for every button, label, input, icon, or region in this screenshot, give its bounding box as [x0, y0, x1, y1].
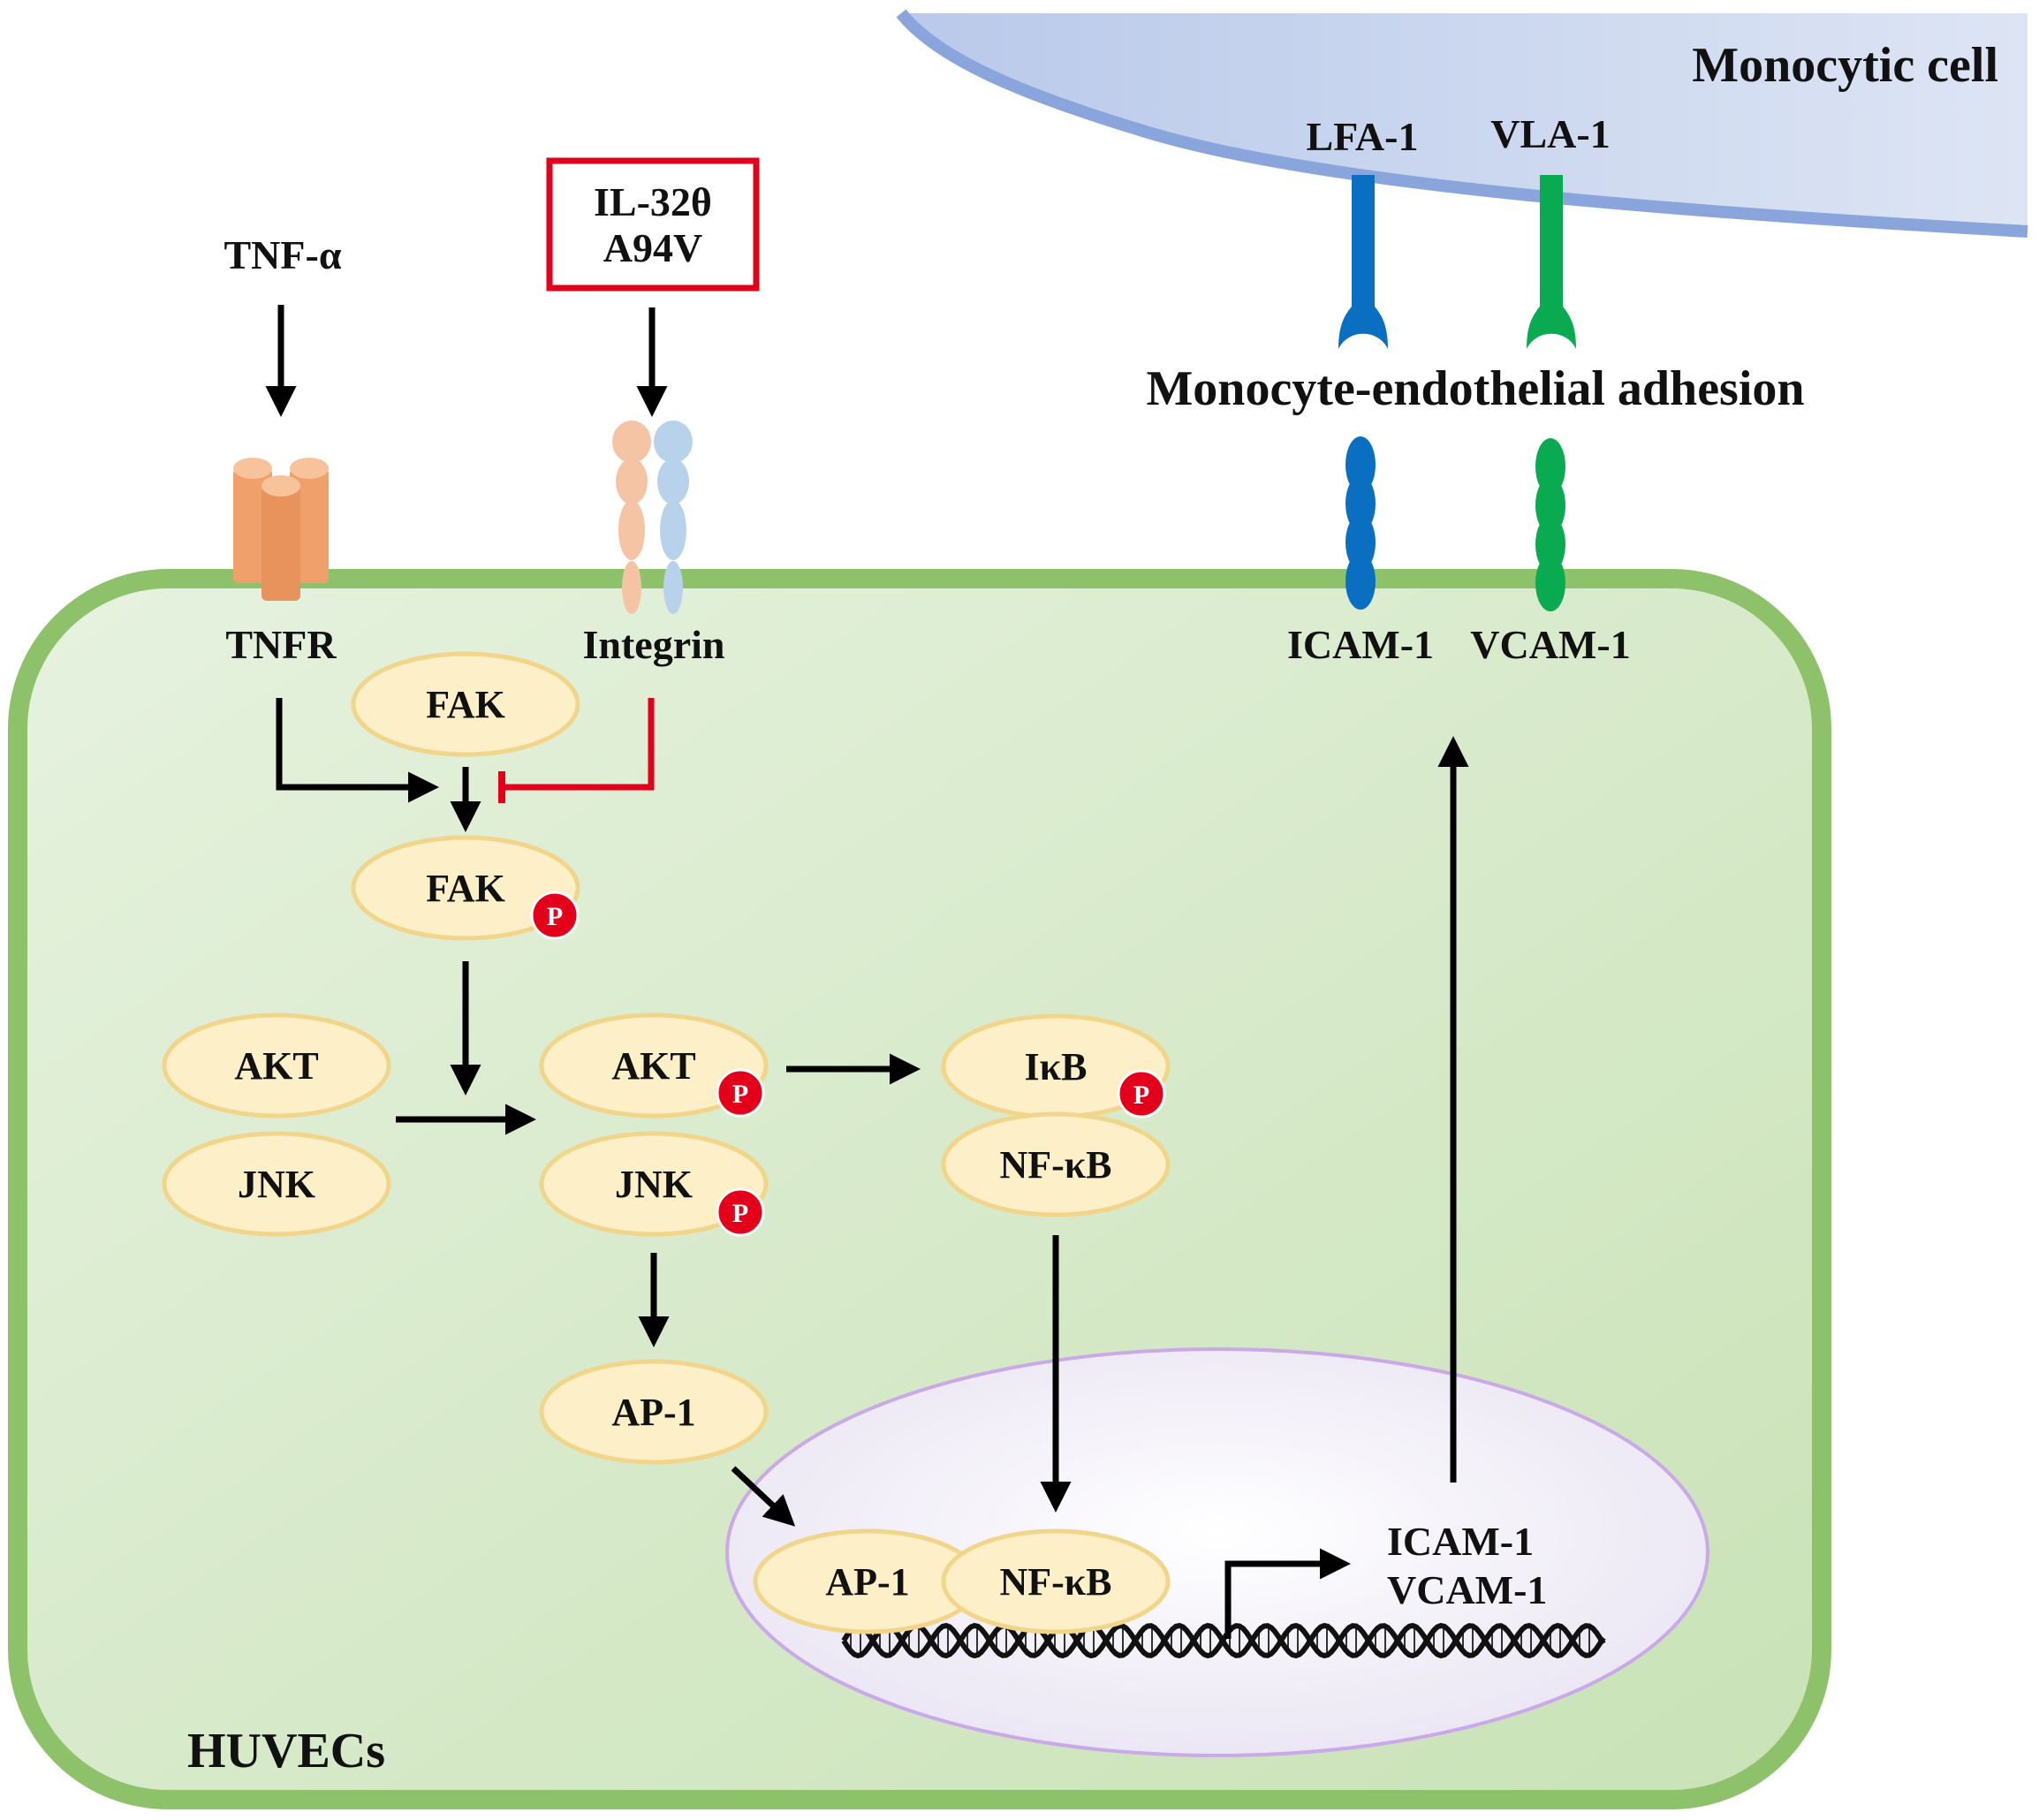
- lfa1-label: LFA-1: [1307, 114, 1419, 159]
- icam1-label: ICAM-1: [1287, 622, 1434, 667]
- akt-p-label: AKT: [611, 1044, 695, 1088]
- ikb-p-protein: IκB P: [941, 1013, 1171, 1119]
- il32-box: IL-32θ A94V: [546, 157, 760, 292]
- ikb-p-label: IκB: [1025, 1045, 1088, 1088]
- tnfr-to-fak-arrow: [276, 698, 439, 803]
- transcription-start-arrow: [1224, 1548, 1351, 1639]
- akt-p-protein: AKT P: [539, 1012, 769, 1119]
- akt-protein: AKT: [162, 1012, 391, 1119]
- akt-phospho-badge: P: [716, 1068, 765, 1118]
- jnk-label: JNK: [238, 1163, 315, 1206]
- jnk-p-label: JNK: [615, 1163, 693, 1206]
- svg-text:P: P: [732, 1080, 748, 1109]
- fak-p-label: FAK: [426, 867, 505, 910]
- vla1-receptor: VLA-1: [1490, 111, 1611, 349]
- dna-helix: [841, 1622, 1606, 1659]
- tnf-alpha-label: TNF-α: [224, 232, 342, 277]
- svg-text:P: P: [1133, 1081, 1149, 1110]
- vcam1-label: VCAM-1: [1470, 622, 1630, 667]
- tnfr-receptor: TNFR: [225, 458, 337, 667]
- svg-text:P: P: [732, 1199, 748, 1228]
- monocytic-cell: Monocytic cell: [896, 9, 2028, 238]
- fak-p-protein: FAK P: [351, 835, 580, 941]
- il32-label: IL-32θ: [594, 179, 712, 224]
- vla1-label: VLA-1: [1490, 111, 1610, 156]
- fak-label: FAK: [426, 683, 505, 726]
- integrin-inhibition: [498, 698, 655, 803]
- il32-variant-label: A94V: [603, 225, 702, 270]
- gene-icam1-label: ICAM-1: [1387, 1519, 1534, 1564]
- lfa1-receptor: LFA-1: [1307, 114, 1419, 349]
- fak-protein: FAK: [351, 651, 580, 757]
- nfkb-protein: NF-κB: [941, 1111, 1171, 1217]
- nfkb-nuclear-protein: NF-κB: [941, 1528, 1171, 1634]
- vcam1-protein: VCAM-1: [1470, 438, 1631, 667]
- ap1-protein: AP-1: [539, 1359, 769, 1465]
- ap1-to-nucleus-arrow: [731, 1466, 796, 1527]
- ikb-phospho-badge: P: [1117, 1069, 1166, 1119]
- ap1-nuclear-protein: AP-1: [753, 1528, 982, 1634]
- ap1-label: AP-1: [611, 1391, 695, 1434]
- integrin-receptor: Integrin: [583, 421, 725, 667]
- nfkb-label: NF-κB: [999, 1143, 1111, 1187]
- adhesion-label: Monocyte-endothelial adhesion: [1146, 361, 1804, 416]
- icam1-protein: ICAM-1: [1287, 436, 1434, 667]
- nfkb-nuclear-label: NF-κB: [999, 1560, 1111, 1604]
- ap1-nuclear-label: AP-1: [825, 1560, 909, 1604]
- gene-vcam1-label: VCAM-1: [1387, 1567, 1547, 1612]
- monocytic-cell-label: Monocytic cell: [1692, 38, 1998, 93]
- tnfr-label: TNFR: [225, 622, 337, 667]
- huvecs-label: HUVECs: [187, 1724, 385, 1778]
- jnk-phospho-badge: P: [716, 1187, 765, 1237]
- akt-label: AKT: [234, 1044, 318, 1088]
- integrin-label: Integrin: [583, 622, 725, 667]
- jnk-p-protein: JNK P: [539, 1131, 769, 1237]
- svg-text:P: P: [547, 902, 563, 931]
- fak-phospho-badge: P: [530, 891, 580, 940]
- jnk-protein: JNK: [162, 1131, 391, 1237]
